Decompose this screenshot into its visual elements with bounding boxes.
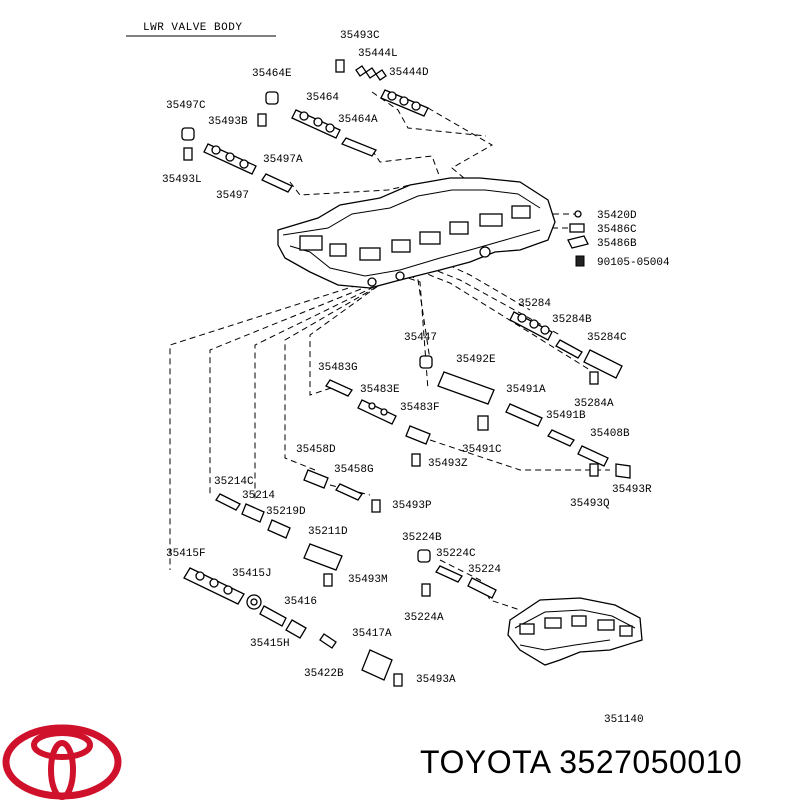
lower-valve-body-lower bbox=[507, 597, 643, 666]
label-35415J[interactable]: 35415J bbox=[232, 568, 272, 580]
label-35420D[interactable]: 35420D bbox=[597, 210, 637, 222]
label-35493Q[interactable]: 35493Q bbox=[570, 498, 610, 510]
label-35284[interactable]: 35284 bbox=[518, 298, 551, 310]
toyota-logo-icon bbox=[2, 724, 122, 800]
label-35493L[interactable]: 35493L bbox=[162, 174, 202, 186]
label-35493P[interactable]: 35493P bbox=[392, 500, 432, 512]
label-35497[interactable]: 35497 bbox=[216, 190, 249, 202]
label-35417A[interactable]: 35417A bbox=[352, 628, 392, 640]
label-35415F[interactable]: 35415F bbox=[166, 548, 206, 560]
label-35492E[interactable]: 35492E bbox=[456, 354, 496, 366]
label-35486C[interactable]: 35486C bbox=[597, 224, 637, 236]
label-35491C[interactable]: 35491C bbox=[462, 444, 502, 456]
footer-title: TOYOTA 3527050010 bbox=[420, 744, 742, 781]
part-number: 3527050010 bbox=[559, 744, 743, 780]
label-35491A[interactable]: 35491A bbox=[506, 384, 546, 396]
part-labels: 35493C 35444L 35444D 35464E 35464 35497C… bbox=[162, 30, 670, 726]
label-35447[interactable]: 35447 bbox=[404, 332, 437, 344]
label-35211D[interactable]: 35211D bbox=[308, 526, 348, 538]
label-35464A[interactable]: 35464A bbox=[338, 114, 378, 126]
label-35224[interactable]: 35224 bbox=[468, 564, 501, 576]
label-35493R[interactable]: 35493R bbox=[612, 484, 652, 496]
label-35464[interactable]: 35464 bbox=[306, 92, 339, 104]
label-35483E[interactable]: 35483E bbox=[360, 384, 400, 396]
label-35483G[interactable]: 35483G bbox=[318, 362, 358, 374]
label-35493B[interactable]: 35493B bbox=[208, 116, 248, 128]
label-35422B[interactable]: 35422B bbox=[304, 668, 344, 680]
label-35415H[interactable]: 35415H bbox=[250, 638, 290, 650]
label-35458G[interactable]: 35458G bbox=[334, 464, 374, 476]
label-35493M[interactable]: 35493M bbox=[348, 574, 388, 586]
brand-name: TOYOTA bbox=[420, 744, 550, 780]
leader-lines bbox=[169, 91, 610, 611]
label-35224C[interactable]: 35224C bbox=[436, 548, 476, 560]
label-35493C[interactable]: 35493C bbox=[340, 30, 380, 42]
label-35284C[interactable]: 35284C bbox=[587, 332, 627, 344]
label-35491B[interactable]: 35491B bbox=[546, 410, 586, 422]
label-35497C[interactable]: 35497C bbox=[166, 100, 206, 112]
label-35483F[interactable]: 35483F bbox=[400, 402, 440, 414]
label-35493A[interactable]: 35493A bbox=[416, 674, 456, 686]
label-35224B[interactable]: 35224B bbox=[402, 532, 442, 544]
diagram-title: LWR VALVE BODY bbox=[143, 22, 242, 34]
label-35497A[interactable]: 35497A bbox=[263, 154, 303, 166]
part-shapes bbox=[181, 59, 631, 687]
label-35224A[interactable]: 35224A bbox=[404, 612, 444, 624]
label-35464E[interactable]: 35464E bbox=[252, 68, 292, 80]
label-35214C[interactable]: 35214C bbox=[214, 476, 254, 488]
label-35408B[interactable]: 35408B bbox=[590, 428, 630, 440]
label-35486B[interactable]: 35486B bbox=[597, 238, 637, 250]
label-35444L[interactable]: 35444L bbox=[358, 48, 398, 60]
diagram-code: 351140 bbox=[604, 714, 644, 726]
label-35444D[interactable]: 35444D bbox=[389, 67, 429, 79]
label-35219D[interactable]: 35219D bbox=[266, 506, 306, 518]
label-35458D[interactable]: 35458D bbox=[296, 444, 336, 456]
label-35284B[interactable]: 35284B bbox=[552, 314, 592, 326]
lower-valve-body-upper bbox=[277, 177, 556, 289]
label-35493Z[interactable]: 35493Z bbox=[428, 458, 468, 470]
label-35214[interactable]: 35214 bbox=[242, 490, 275, 502]
label-35416[interactable]: 35416 bbox=[284, 596, 317, 608]
label-35284A[interactable]: 35284A bbox=[574, 398, 614, 410]
label-90105-05004[interactable]: 90105-05004 bbox=[597, 257, 670, 269]
